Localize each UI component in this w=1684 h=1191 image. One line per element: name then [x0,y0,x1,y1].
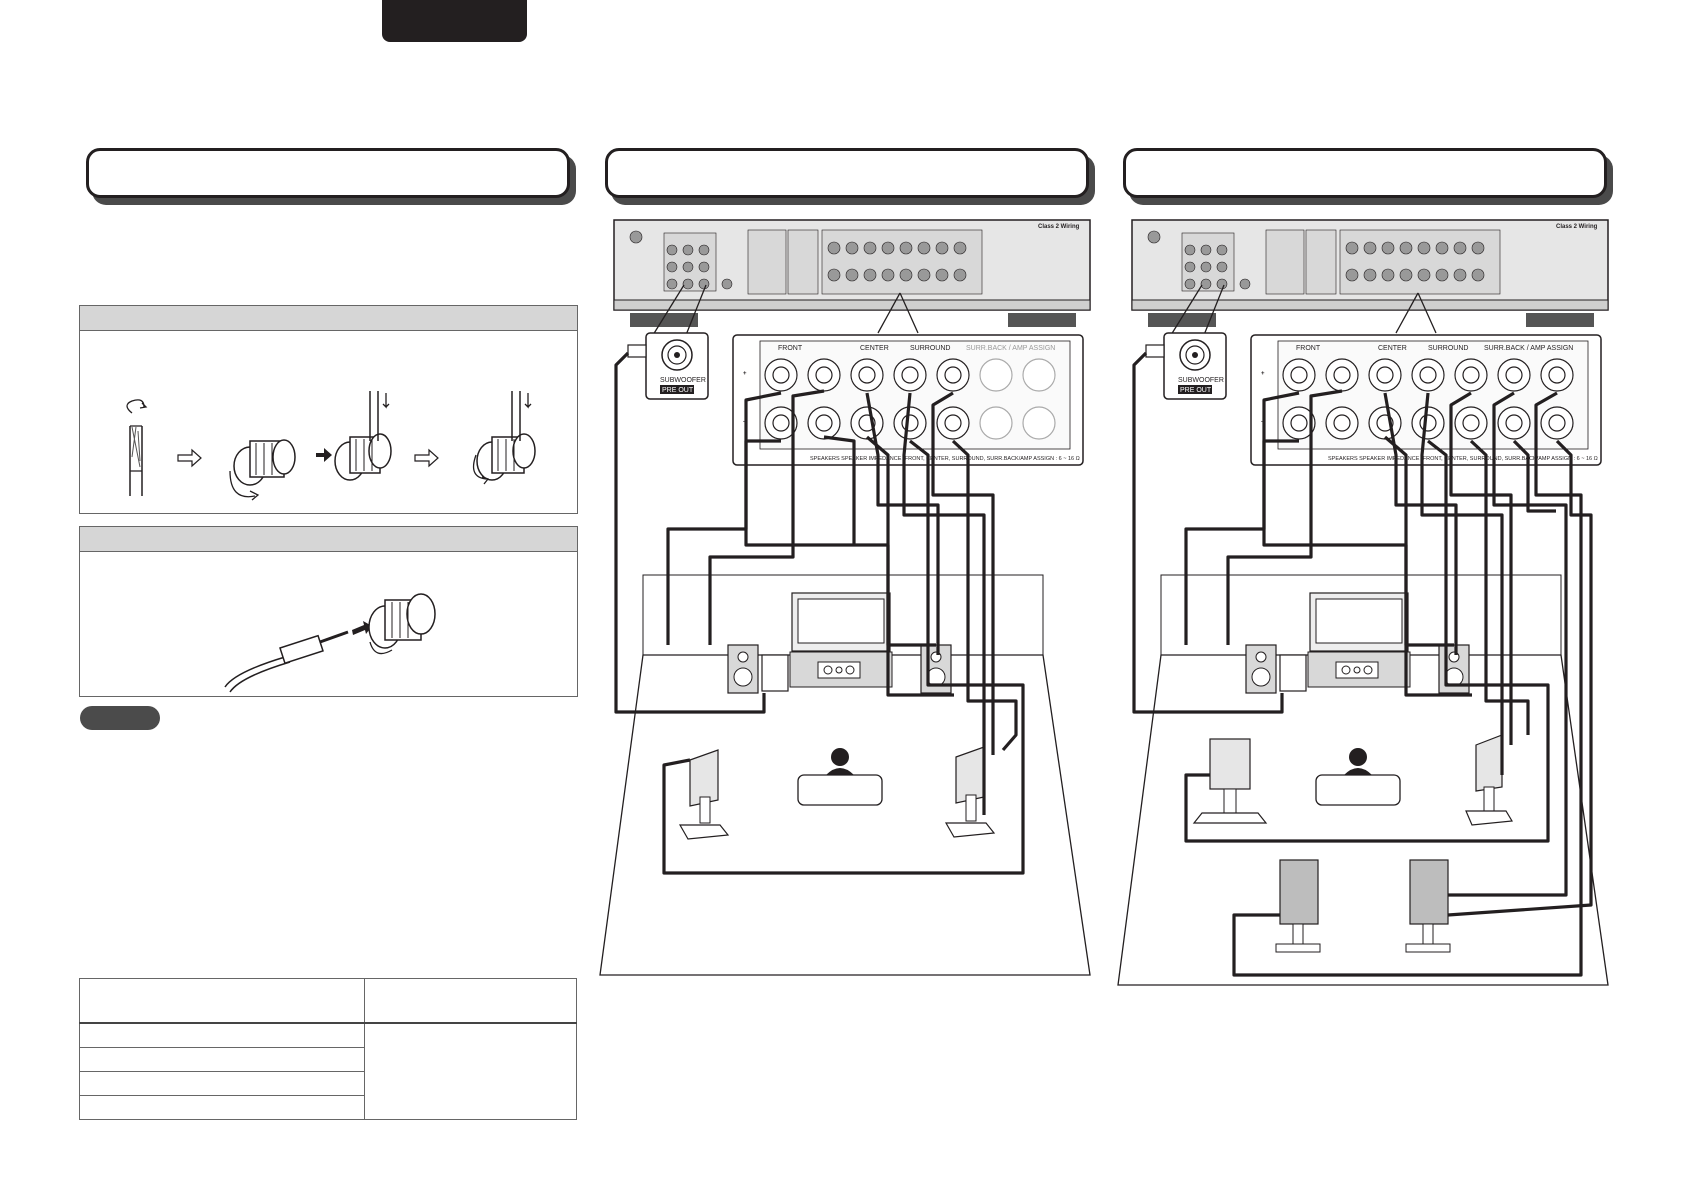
svg-text:SURROUND: SURROUND [910,345,950,352]
instruction-box-cable [79,305,578,514]
svg-text:PRE OUT: PRE OUT [662,387,694,394]
binding-post-icon [229,439,296,501]
arrow-right-icon [352,621,372,635]
instruction-box-title-bar [80,527,577,552]
surround-back-right-speaker-icon [1405,859,1451,953]
instruction-box-title-bar [80,306,577,331]
subwoofer-pre-out-jack: SUBWOOFER PRE OUT [1145,332,1227,400]
tv-icon [1307,592,1411,688]
receiver-rear-panel: Class 2 Wiring [613,219,1091,327]
svg-text:PRE OUT: PRE OUT [1180,387,1212,394]
subwoofer-icon [761,654,789,692]
instruction-box-banana-plug [79,526,578,697]
surround-left-speaker-icon [1192,738,1268,824]
svg-text:SPEAKERS SPEAKER IMPEDANCE (: SPEAKERS SPEAKER IMPEDANCE (FRONT, CENTE… [1328,456,1598,462]
arrow-right-icon [316,448,332,462]
svg-text:SURR.BACK / AMP ASSIGN: SURR.BACK / AMP ASSIGN [1484,345,1573,352]
table-cell [79,1071,365,1096]
note-badge [80,706,160,730]
speaker-wires [614,351,1025,875]
section-header-5-1-layout [605,148,1089,198]
arrow-right-icon [177,448,202,468]
wiring-diagram-5-1: Class 2 Wiring SUBWOOFER PRE OUT FRONT C… [599,219,1091,976]
svg-text:CENTER: CENTER [1378,345,1407,352]
banana-plug-illustration [224,593,436,693]
front-left-speaker-icon [727,644,759,694]
svg-text:+: + [743,371,747,377]
section-header-7-1-layout [1123,148,1607,198]
binding-post-icon [472,391,536,485]
binding-post-icon [368,593,436,655]
table-header-cell [79,978,365,1024]
subwoofer-icon [1279,654,1307,692]
room-floor-plan [599,574,1091,976]
svg-text:SUBWOOFER: SUBWOOFER [660,377,706,384]
table-cell [79,1022,365,1048]
svg-text:Class 2 Wiring: Class 2 Wiring [1038,224,1080,230]
table-cell [79,1095,365,1120]
wiring-diagram-7-1: Class 2 Wiring SUBWOOFER PRE OUT FRONT C… [1117,219,1609,986]
tv-icon [789,592,893,688]
binding-post-icon [334,391,392,481]
svg-text:SPEAKERS SPEAKER IMPEDANCE (: SPEAKERS SPEAKER IMPEDANCE (FRONT, CENTE… [810,456,1080,462]
listener-sofa-icon [1315,748,1401,806]
language-tab[interactable] [382,0,527,42]
table-header-cell [364,978,577,1024]
svg-text:FRONT: FRONT [1296,345,1321,352]
svg-text:SURROUND: SURROUND [1428,345,1468,352]
speaker-spec-table [79,978,577,1120]
cable-steps-illustration [126,391,536,501]
svg-text:Class 2 Wiring: Class 2 Wiring [1556,224,1598,230]
svg-text:SUBWOOFER: SUBWOOFER [1178,377,1224,384]
table-cell [79,1047,365,1072]
surround-back-left-speaker-icon [1275,859,1321,953]
table-cell [364,1022,577,1120]
svg-text:CENTER: CENTER [860,345,889,352]
svg-text:SURR.BACK / AMP ASSIGN: SURR.BACK / AMP ASSIGN [966,345,1055,352]
arrow-right-icon [414,448,439,468]
banana-plug-icon [224,630,349,693]
subwoofer-pre-out-jack: SUBWOOFER PRE OUT [627,332,709,400]
surround-left-speaker-icon [678,749,730,840]
surround-right-speaker-icon [1465,734,1514,826]
svg-text:FRONT: FRONT [778,345,803,352]
front-left-speaker-icon [1245,644,1277,694]
receiver-rear-panel: Class 2 Wiring [1131,219,1609,327]
speaker-wires [1132,351,1593,977]
svg-text:+: + [1261,371,1265,377]
section-header-connecting-speakers [86,148,570,198]
twisted-wire-icon [126,399,148,496]
room-floor-plan [1117,574,1609,986]
surround-right-speaker-icon [944,746,996,838]
listener-sofa-icon [797,748,883,806]
